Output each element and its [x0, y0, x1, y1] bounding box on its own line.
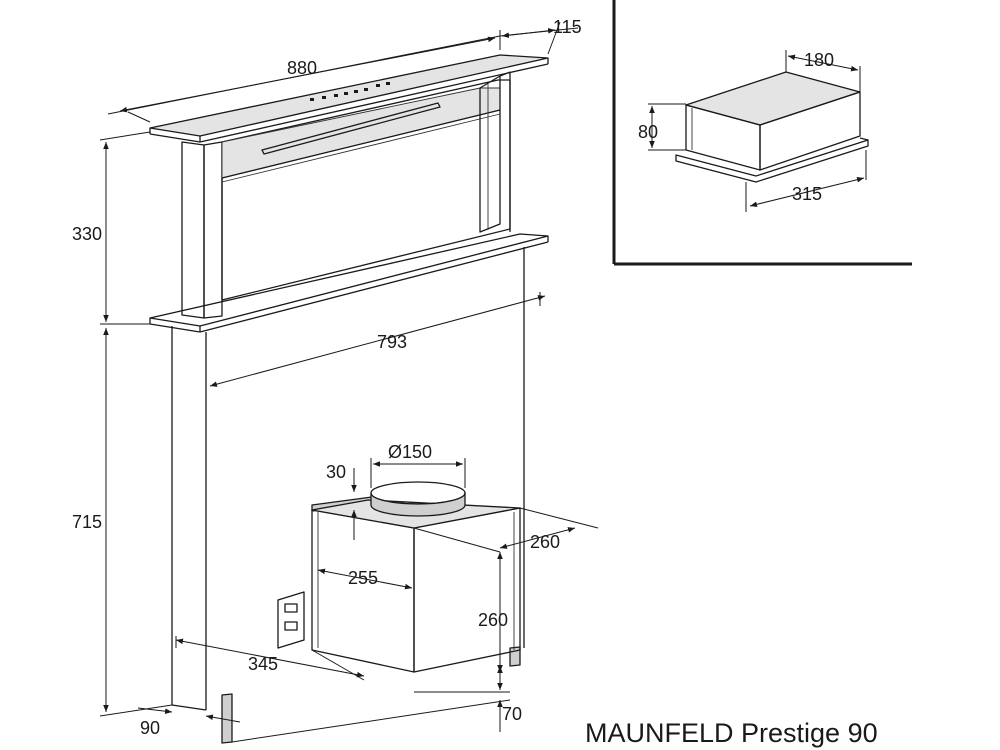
- dim-duct: Ø150: [388, 442, 432, 462]
- dim-180: 180: [804, 50, 834, 70]
- dim-30: 30: [326, 462, 346, 482]
- dim-345: 345: [248, 654, 278, 674]
- motor-unit: [277, 481, 521, 673]
- dim-260-height: 260: [478, 610, 508, 630]
- inset-panel: [612, 0, 912, 266]
- dimension-lines: [99, 21, 599, 743]
- dim-315: 315: [792, 184, 822, 204]
- dim-90: 90: [140, 718, 160, 738]
- dim-260-depth: 260: [530, 532, 560, 552]
- dim-80: 80: [638, 122, 658, 142]
- dim-115: 115: [553, 17, 582, 37]
- dim-255: 255: [348, 568, 378, 588]
- dim-330: 330: [72, 224, 102, 244]
- dim-793: 793: [377, 332, 407, 352]
- dim-880: 880: [287, 58, 317, 78]
- hood-body: [149, 54, 549, 744]
- dim-715: 715: [72, 512, 102, 532]
- product-caption: MAUNFELD Prestige 90: [585, 718, 878, 748]
- dim-70: 70: [502, 704, 522, 724]
